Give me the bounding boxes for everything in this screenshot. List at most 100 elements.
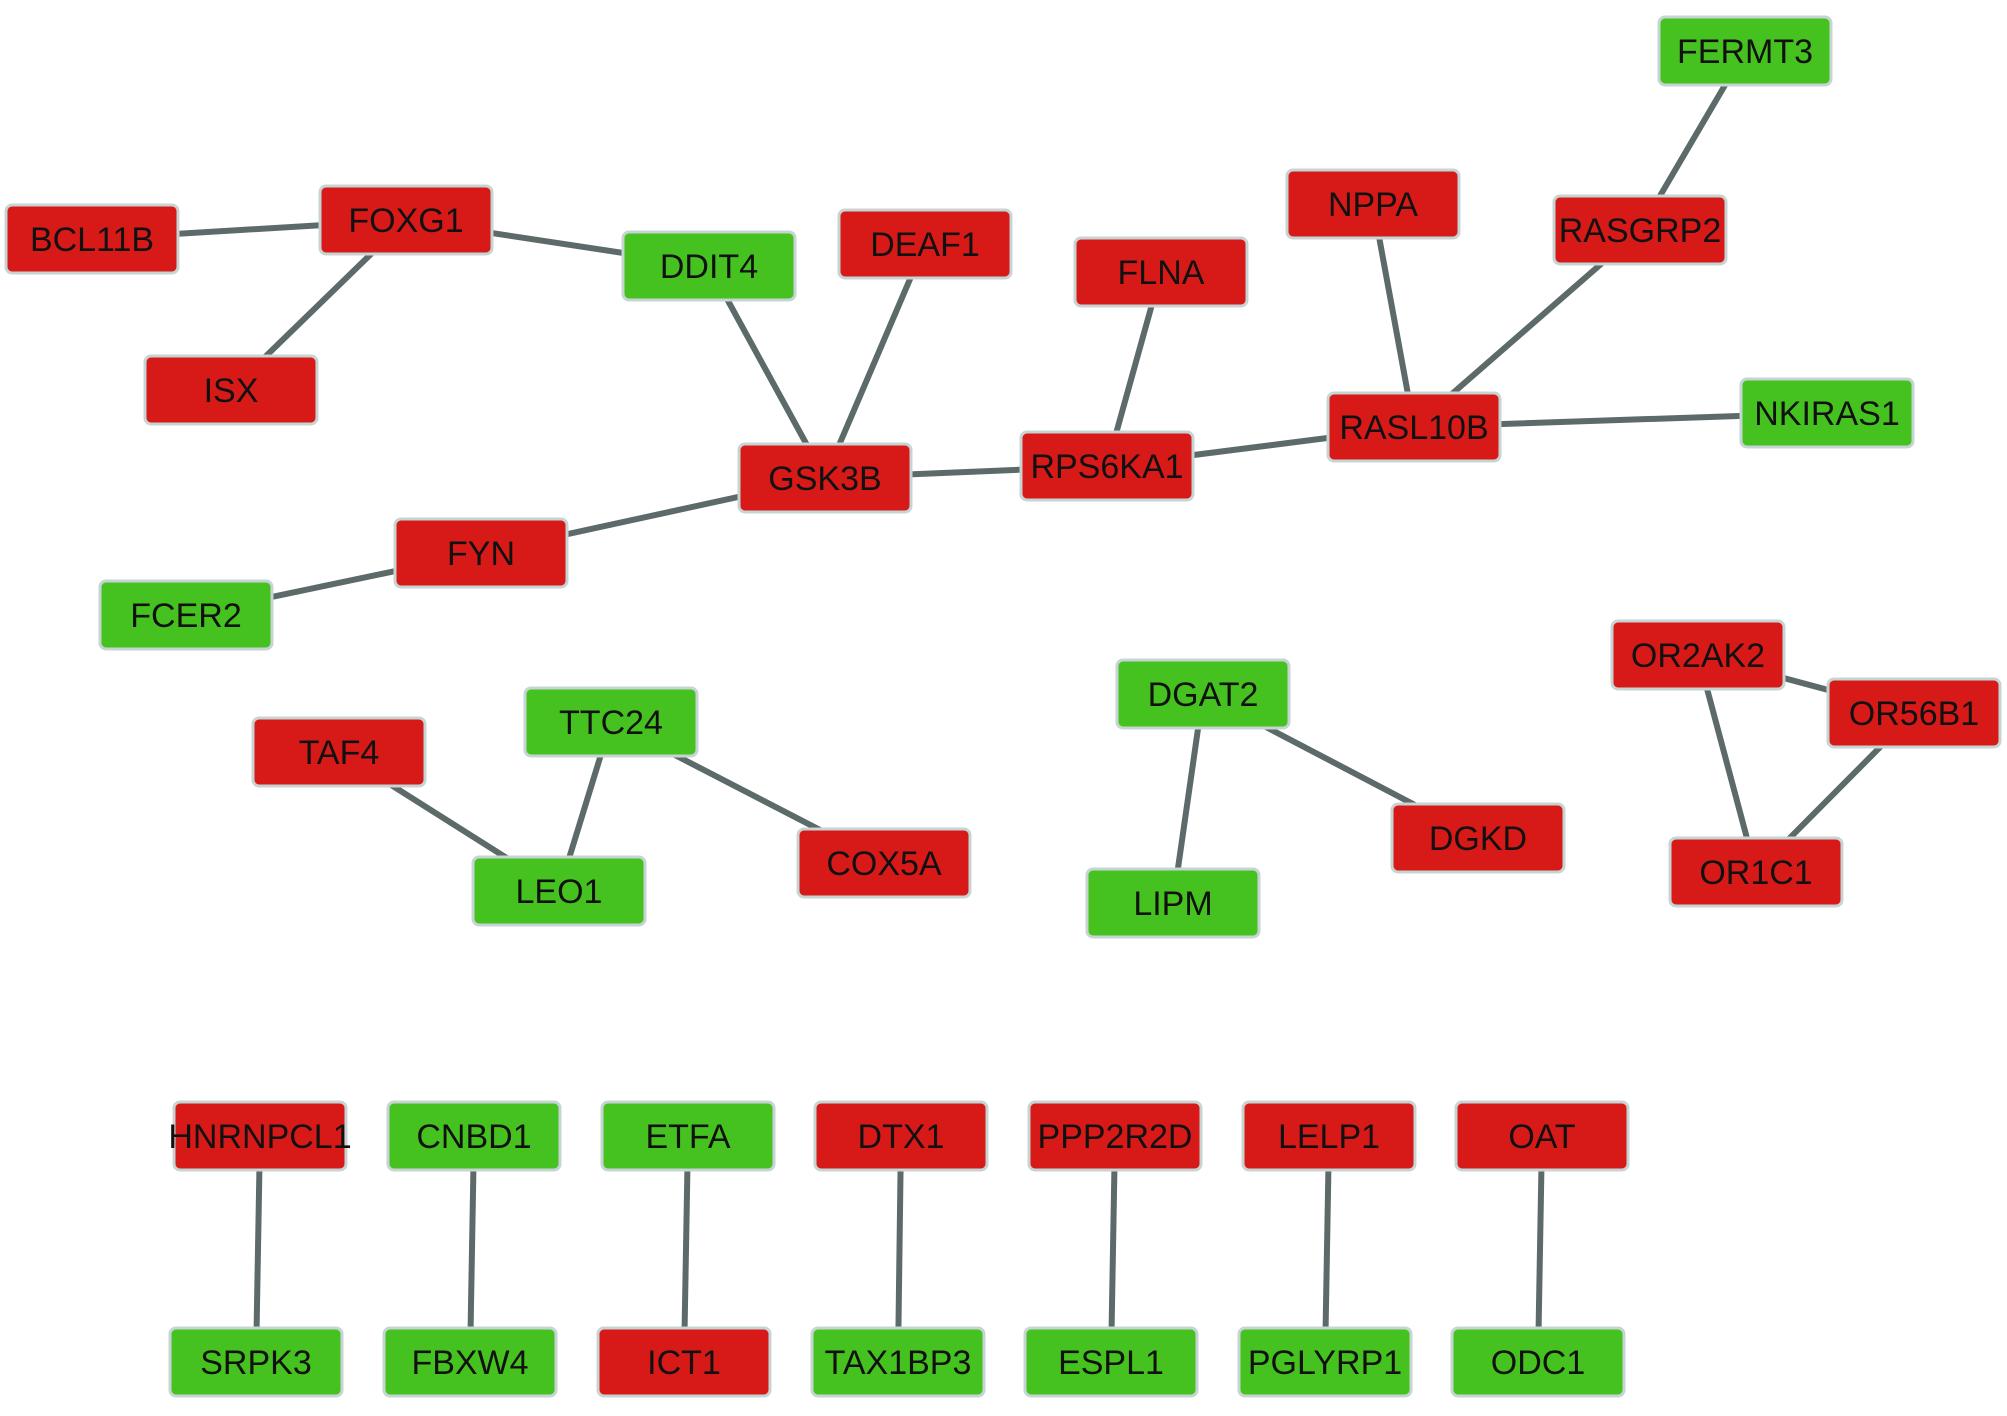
node-ppp2r2d[interactable]: PPP2R2D [1027, 1100, 1203, 1172]
node-fcer2[interactable]: FCER2 [98, 579, 274, 651]
node-etfa[interactable]: ETFA [600, 1100, 776, 1172]
node-box-deaf1 [837, 208, 1013, 280]
node-espl1[interactable]: ESPL1 [1023, 1326, 1199, 1398]
node-label-nppa: NPPA [1328, 186, 1418, 224]
node-hnrnpcl1[interactable]: HNRNPCL1 [168, 1100, 352, 1172]
node-label-ttc24: TTC24 [559, 704, 663, 742]
node-fyn[interactable]: FYN [393, 517, 569, 589]
node-cnbd1[interactable]: CNBD1 [386, 1100, 562, 1172]
node-foxg1[interactable]: FOXG1 [318, 184, 494, 256]
node-label-ict1: ICT1 [647, 1344, 721, 1382]
node-box-fbxw4 [382, 1326, 558, 1398]
node-label-dgkd: DGKD [1429, 820, 1527, 858]
node-label-espl1: ESPL1 [1058, 1344, 1164, 1382]
node-pglyrp1[interactable]: PGLYRP1 [1237, 1326, 1413, 1398]
node-label-cox5a: COX5A [826, 845, 942, 883]
node-label-rps6ka1: RPS6KA1 [1030, 448, 1183, 486]
node-ttc24[interactable]: TTC24 [523, 686, 699, 758]
node-or56b1[interactable]: OR56B1 [1826, 677, 2002, 749]
node-dtx1[interactable]: DTX1 [813, 1100, 989, 1172]
node-box-ddit4 [621, 230, 797, 302]
node-box-fermt3 [1657, 15, 1833, 87]
node-label-rasl10b: RASL10B [1339, 409, 1488, 447]
node-srpk3[interactable]: SRPK3 [168, 1326, 344, 1398]
node-dgkd[interactable]: DGKD [1390, 802, 1566, 874]
edge-nppa-rasl10b [1370, 201, 1417, 430]
node-rasl10b[interactable]: RASL10B [1326, 391, 1502, 463]
node-or2ak2[interactable]: OR2AK2 [1610, 619, 1786, 691]
node-box-fyn [393, 517, 569, 589]
node-label-dtx1: DTX1 [858, 1118, 945, 1156]
node-odc1[interactable]: ODC1 [1450, 1326, 1626, 1398]
node-box-ttc24 [523, 686, 699, 758]
node-label-hnrnpcl1: HNRNPCL1 [168, 1118, 351, 1156]
node-label-or56b1: OR56B1 [1849, 695, 1979, 733]
node-rasgrp2[interactable]: RASGRP2 [1552, 194, 1728, 266]
node-bcl11b[interactable]: BCL11B [4, 203, 180, 275]
node-ddit4[interactable]: DDIT4 [621, 230, 797, 302]
node-label-deaf1: DEAF1 [870, 226, 980, 264]
node-or1c1[interactable]: OR1C1 [1668, 836, 1844, 908]
node-box-nkiras1 [1739, 377, 1915, 449]
node-box-dgkd [1390, 802, 1566, 874]
node-nkiras1[interactable]: NKIRAS1 [1739, 377, 1915, 449]
node-box-cnbd1 [386, 1100, 562, 1172]
node-box-gsk3b [737, 442, 913, 514]
node-label-nkiras1: NKIRAS1 [1754, 395, 1900, 433]
node-box-oat [1454, 1100, 1630, 1172]
node-label-fermt3: FERMT3 [1677, 33, 1813, 71]
node-label-foxg1: FOXG1 [348, 202, 463, 240]
node-label-or2ak2: OR2AK2 [1631, 637, 1765, 675]
node-label-fyn: FYN [447, 535, 515, 573]
node-oat[interactable]: OAT [1454, 1100, 1630, 1172]
node-label-cnbd1: CNBD1 [416, 1118, 531, 1156]
node-box-bcl11b [4, 203, 180, 275]
node-box-pglyrp1 [1237, 1326, 1413, 1398]
edge-or2ak2-or1c1 [1695, 652, 1759, 875]
node-nppa[interactable]: NPPA [1285, 168, 1461, 240]
node-box-rasgrp2 [1552, 194, 1728, 266]
node-tax1bp3[interactable]: TAX1BP3 [810, 1326, 986, 1398]
node-label-taf4: TAF4 [299, 734, 380, 772]
node-label-pglyrp1: PGLYRP1 [1248, 1344, 1402, 1382]
edge-oat-odc1 [1535, 1133, 1545, 1365]
node-gsk3b[interactable]: GSK3B [737, 442, 913, 514]
node-box-ppp2r2d [1027, 1100, 1203, 1172]
node-box-or2ak2 [1610, 619, 1786, 691]
node-lelp1[interactable]: LELP1 [1241, 1100, 1417, 1172]
node-box-dtx1 [813, 1100, 989, 1172]
node-dgat2[interactable]: DGAT2 [1115, 658, 1291, 730]
node-lipm[interactable]: LIPM [1085, 867, 1261, 939]
edge-etfa-ict1 [681, 1133, 691, 1365]
node-label-oat: OAT [1508, 1118, 1575, 1156]
node-label-rasgrp2: RASGRP2 [1559, 212, 1722, 250]
node-label-flna: FLNA [1118, 254, 1205, 292]
node-box-odc1 [1450, 1326, 1626, 1398]
node-label-leo1: LEO1 [516, 873, 603, 911]
node-box-foxg1 [318, 184, 494, 256]
node-label-srpk3: SRPK3 [200, 1344, 312, 1382]
node-deaf1[interactable]: DEAF1 [837, 208, 1013, 280]
node-box-srpk3 [168, 1326, 344, 1398]
node-box-rps6ka1 [1019, 430, 1195, 502]
node-isx[interactable]: ISX [143, 354, 319, 426]
node-fbxw4[interactable]: FBXW4 [382, 1326, 558, 1398]
node-flna[interactable]: FLNA [1073, 236, 1249, 308]
node-box-dgat2 [1115, 658, 1291, 730]
node-leo1[interactable]: LEO1 [471, 855, 647, 927]
node-fermt3[interactable]: FERMT3 [1657, 15, 1833, 87]
node-ict1[interactable]: ICT1 [596, 1326, 772, 1398]
node-cox5a[interactable]: COX5A [796, 827, 972, 899]
node-box-etfa [600, 1100, 776, 1172]
node-label-fbxw4: FBXW4 [411, 1344, 528, 1382]
node-taf4[interactable]: TAF4 [251, 716, 427, 788]
node-rps6ka1[interactable]: RPS6KA1 [1019, 430, 1195, 502]
node-label-ppp2r2d: PPP2R2D [1038, 1118, 1193, 1156]
node-label-lelp1: LELP1 [1278, 1118, 1380, 1156]
edge-hnrnpcl1-srpk3 [253, 1133, 263, 1365]
node-label-fcer2: FCER2 [130, 597, 241, 635]
edge-lelp1-pglyrp1 [1322, 1133, 1332, 1365]
node-label-or1c1: OR1C1 [1699, 854, 1812, 892]
